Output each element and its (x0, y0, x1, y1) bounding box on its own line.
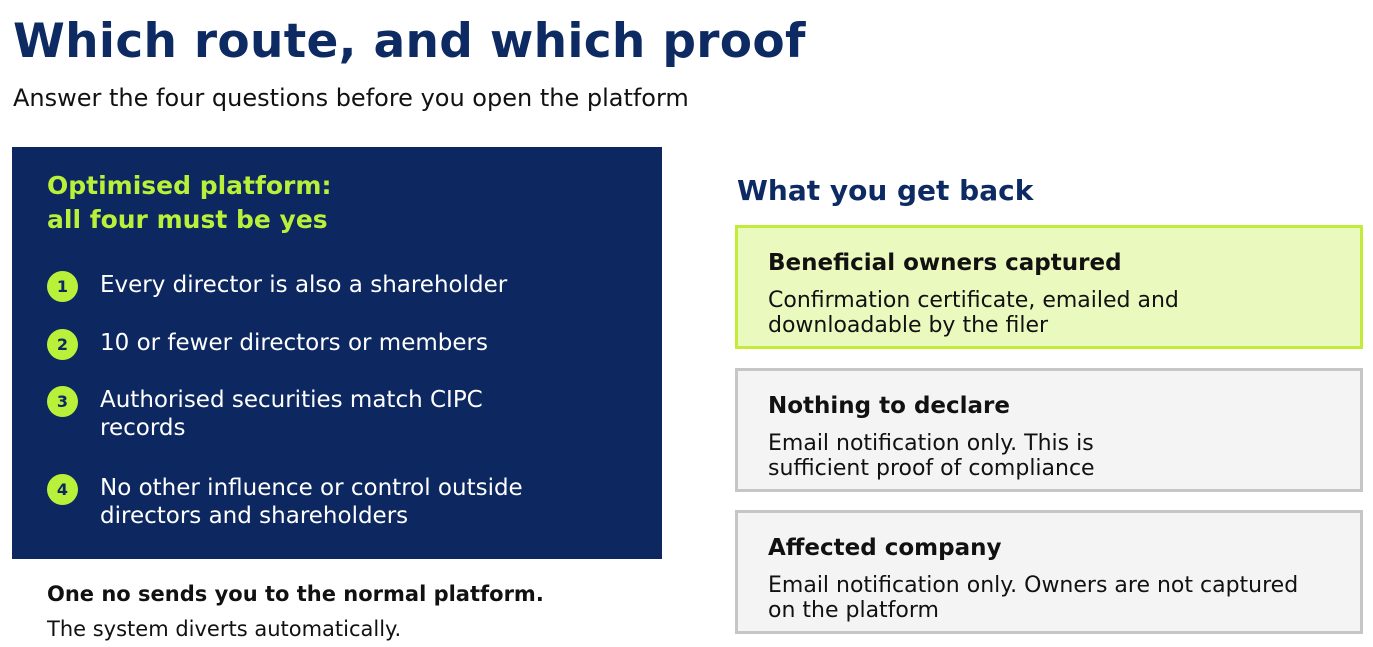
question-text: No other influence or control outside di… (100, 475, 523, 529)
panel-heading-line-2: all four must be yes (47, 205, 328, 234)
question-item-2: 2 10 or fewer directors or members (47, 329, 570, 360)
result-card-nothing-to-declare: Nothing to declare Email notification on… (735, 368, 1363, 492)
question-text: 10 or fewer directors or members (100, 330, 488, 356)
results-heading: What you get back (737, 174, 1034, 207)
panel-heading-line-1: Optimised platform: (47, 171, 332, 200)
question-item-3: 3 Authorised securities match CIPC recor… (47, 386, 520, 442)
result-card-affected-company: Affected company Email notification only… (735, 510, 1363, 634)
question-text: Every director is also a shareholder (100, 272, 508, 298)
question-number-badge: 4 (47, 474, 78, 505)
result-card-title: Nothing to declare (768, 393, 1010, 419)
page-subtitle: Answer the four questions before you ope… (13, 84, 689, 112)
result-card-title: Beneficial owners captured (768, 250, 1122, 276)
question-number-badge: 2 (47, 329, 78, 360)
result-card-body: Confirmation certificate, emailed and do… (768, 288, 1179, 338)
result-card-body: Email notification only. This is suffici… (768, 431, 1095, 481)
optimised-platform-panel: Optimised platform: all four must be yes… (12, 147, 662, 559)
normal-platform-note: One no sends you to the normal platform. (47, 582, 544, 606)
question-number-badge: 3 (47, 386, 78, 417)
page-title: Which route, and which proof (13, 14, 806, 69)
question-text: Authorised securities match CIPC records (100, 387, 483, 441)
result-card-body: Email notification only. Owners are not … (768, 573, 1299, 623)
result-card-title: Affected company (768, 535, 1002, 561)
question-item-1: 1 Every director is also a shareholder (47, 271, 570, 302)
divert-note: The system diverts automatically. (47, 617, 402, 641)
panel-heading: Optimised platform: all four must be yes (47, 169, 331, 237)
question-number-badge: 1 (47, 271, 78, 302)
question-item-4: 4 No other influence or control outside … (47, 474, 530, 530)
result-card-beneficial-owners: Beneficial owners captured Confirmation … (735, 225, 1363, 349)
